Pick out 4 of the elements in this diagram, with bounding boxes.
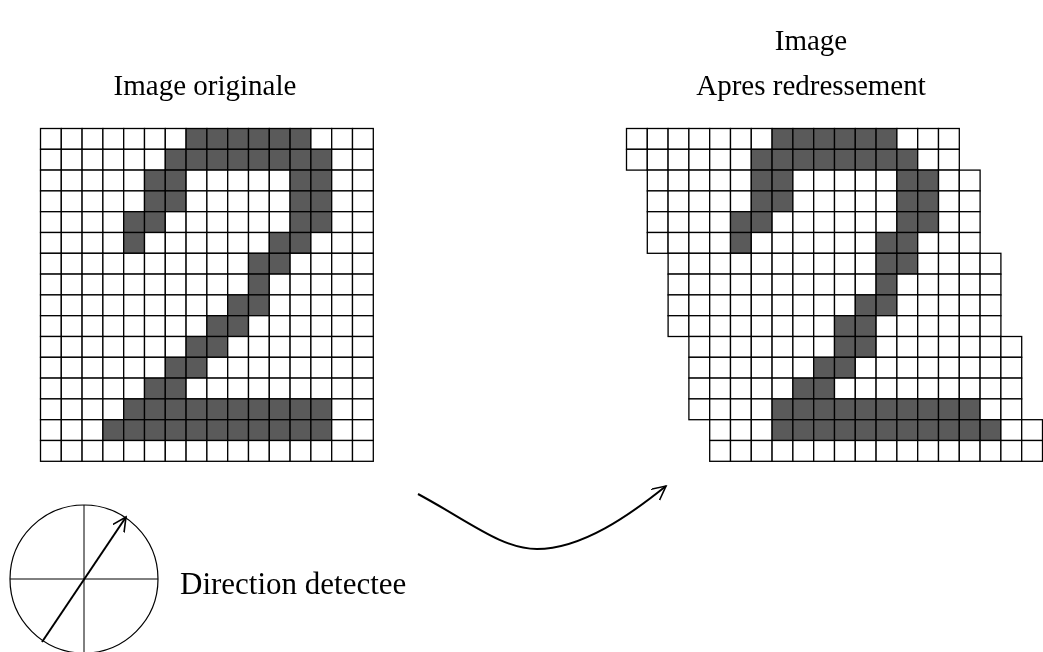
direction-caption: Direction detectee [180, 566, 407, 602]
image-heading: Image Apres redressement [695, 23, 927, 103]
image-heading: Image originale [112, 68, 298, 103]
curved-arrow [417, 485, 667, 550]
